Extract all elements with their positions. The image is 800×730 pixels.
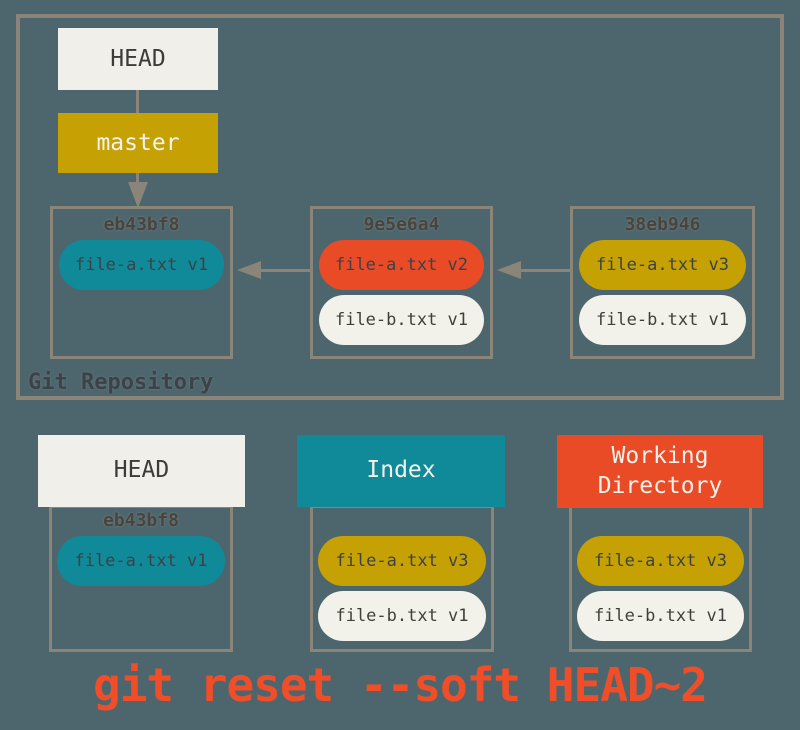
file-pill-label: file-a.txt v3 (595, 255, 730, 275)
commit-box-9e5e6a4: 9e5e6a4 file-a.txt v2 file-b.txt v1 (310, 206, 493, 359)
file-pill: file-a.txt v3 (579, 240, 746, 290)
working-directory-area-header: Working Directory (557, 435, 763, 508)
arrow-left-icon (497, 261, 521, 279)
working-directory-area-content: file-a.txt v3 file-b.txt v1 (569, 505, 752, 652)
master-branch-box: master (58, 113, 218, 173)
head-ref-box: HEAD (58, 28, 218, 90)
head-area-title: HEAD (113, 457, 170, 484)
file-pill: file-b.txt v1 (577, 591, 744, 641)
file-pill: file-a.txt v1 (57, 536, 225, 586)
head-ref-label: HEAD (110, 46, 166, 72)
file-pill-label: file-b.txt v1 (595, 310, 730, 330)
file-pill-label: file-b.txt v1 (335, 606, 469, 626)
head-area-content: eb43bf8 file-a.txt v1 (49, 505, 233, 652)
commit-box-eb43bf8: eb43bf8 file-a.txt v1 (50, 206, 233, 359)
file-pill-label: file-a.txt v1 (74, 551, 208, 571)
commit-hash: eb43bf8 (103, 214, 180, 235)
file-pill: file-a.txt v1 (59, 240, 224, 290)
arrow-left-icon (237, 261, 261, 279)
file-pill-label: file-a.txt v1 (74, 255, 209, 275)
connector-9e5e6a4-to-eb43bf8 (259, 269, 310, 272)
file-pill: file-a.txt v3 (318, 536, 486, 586)
commit-hash: 9e5e6a4 (363, 214, 440, 235)
file-pill: file-b.txt v1 (579, 295, 746, 345)
commit-box-38eb946: 38eb946 file-a.txt v3 file-b.txt v1 (570, 206, 755, 359)
master-branch-label: master (96, 130, 180, 156)
connector-38eb946-to-9e5e6a4 (519, 269, 570, 272)
index-area-content: file-a.txt v3 file-b.txt v1 (310, 505, 494, 652)
index-area-header: Index (297, 435, 505, 507)
git-command-caption: git reset --soft HEAD~2 (93, 658, 708, 712)
git-repository-label: Git Repository (28, 370, 214, 395)
file-pill: file-b.txt v1 (319, 295, 484, 345)
commit-hash: 38eb946 (624, 214, 701, 235)
connector-head-to-master (136, 90, 139, 113)
index-area-title: Index (366, 457, 436, 484)
commit-hash: eb43bf8 (103, 510, 179, 531)
file-pill-label: file-b.txt v1 (593, 606, 728, 626)
file-pill: file-b.txt v1 (318, 591, 486, 641)
head-area-header: HEAD (38, 435, 245, 507)
working-directory-area-title: Working Directory (597, 442, 723, 499)
file-pill-label: file-b.txt v1 (334, 310, 469, 330)
arrow-down-icon (128, 182, 148, 208)
file-pill-label: file-a.txt v3 (335, 551, 469, 571)
file-pill: file-a.txt v2 (319, 240, 484, 290)
file-pill-label: file-a.txt v2 (334, 255, 469, 275)
connector-master-to-commit (136, 173, 139, 187)
file-pill-label: file-a.txt v3 (593, 551, 728, 571)
file-pill: file-a.txt v3 (577, 536, 744, 586)
git-repository-box: HEAD master eb43bf8 file-a.txt v1 9e5e6a… (16, 14, 784, 400)
